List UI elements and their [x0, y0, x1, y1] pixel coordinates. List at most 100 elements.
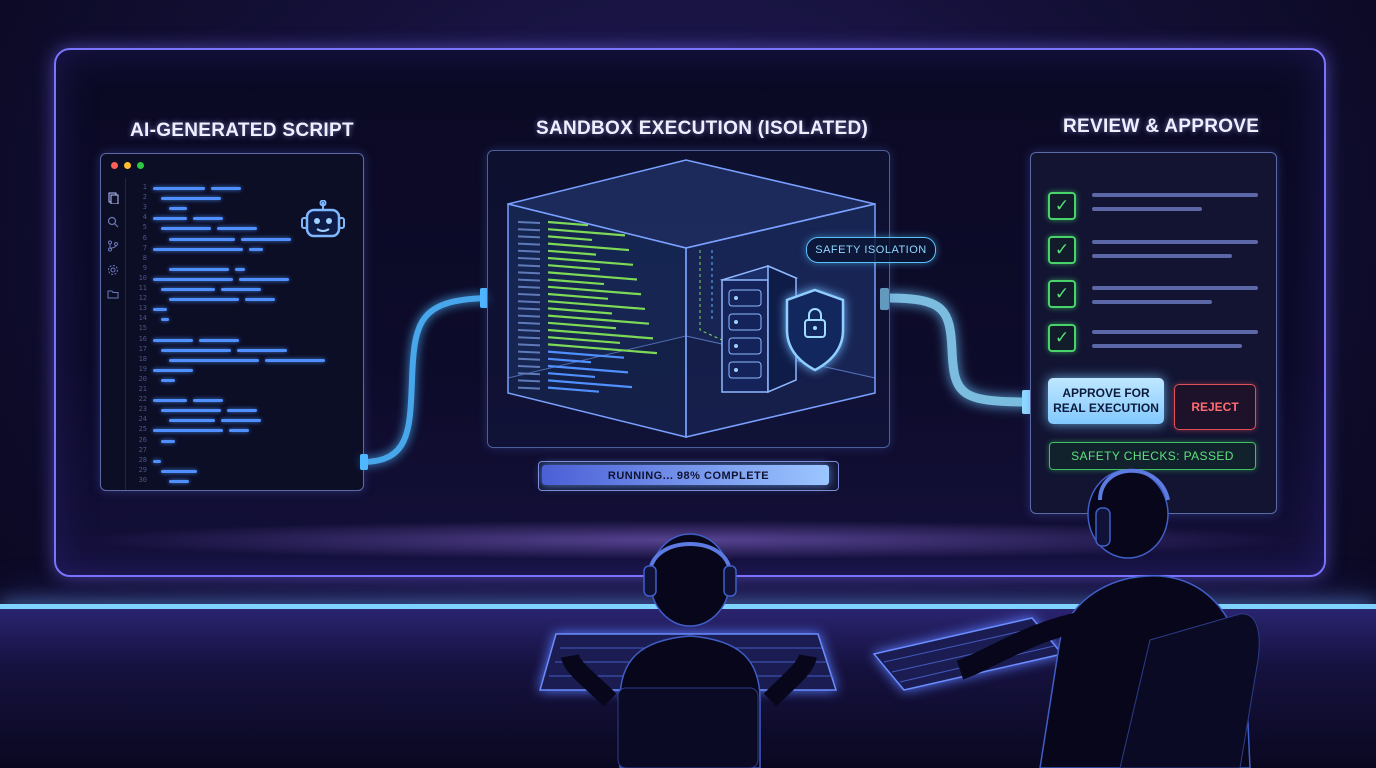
code-token — [153, 308, 167, 312]
line-number: 28 — [138, 455, 147, 464]
approve-label-line1: APPROVE FOR — [1062, 386, 1150, 400]
execution-progress-bar: RUNNING... 98% COMPLETE — [538, 461, 839, 491]
code-token — [153, 217, 187, 221]
line-number: 26 — [138, 435, 147, 444]
code-token — [153, 459, 161, 463]
code-token — [211, 187, 241, 190]
checklist-line — [1092, 207, 1202, 211]
files-icon[interactable] — [107, 192, 119, 205]
code-token — [153, 247, 243, 251]
line-number: 9 — [142, 263, 147, 272]
checklist-checkbox[interactable]: ✓ — [1048, 280, 1076, 308]
folder-icon[interactable] — [107, 288, 119, 300]
minimize-dot[interactable] — [124, 162, 131, 169]
chair-side — [1119, 613, 1260, 768]
line-number: 2 — [142, 193, 147, 202]
activity-bar — [101, 178, 126, 490]
checklist-checkbox[interactable]: ✓ — [1048, 324, 1076, 352]
line-number: 3 — [142, 203, 147, 212]
code-token — [193, 217, 223, 221]
code-token — [229, 429, 249, 433]
checklist-line — [1092, 240, 1258, 244]
safety-checks-status: SAFETY CHECKS: PASSED — [1049, 442, 1256, 470]
chair-front — [617, 687, 759, 768]
checklist-line — [1092, 254, 1232, 258]
code-token — [153, 277, 233, 281]
code-token — [161, 227, 211, 231]
script-section-title: AI-GENERATED SCRIPT — [130, 120, 354, 141]
maximize-dot[interactable] — [137, 162, 144, 169]
line-number: 11 — [138, 284, 147, 292]
line-number: 8 — [142, 253, 147, 262]
robot-icon — [301, 200, 345, 238]
checklist-line — [1092, 344, 1242, 348]
line-number: 15 — [138, 324, 147, 333]
code-token — [235, 267, 245, 271]
code-token — [239, 277, 289, 281]
line-number: 29 — [138, 465, 147, 474]
code-token — [161, 378, 175, 382]
code-token — [249, 247, 263, 251]
approve-button[interactable]: APPROVE FOR REAL EXECUTION — [1048, 378, 1164, 424]
line-number: 25 — [138, 425, 147, 434]
code-token — [241, 237, 291, 241]
code-token — [153, 368, 193, 372]
review-section-title: REVIEW & APPROVE — [1063, 116, 1260, 137]
line-number: 5 — [142, 223, 147, 232]
code-token — [161, 318, 169, 322]
line-number: 19 — [138, 364, 147, 373]
line-number: 18 — [138, 354, 147, 363]
line-number: 13 — [138, 304, 147, 313]
code-token — [193, 399, 223, 403]
code-token — [265, 358, 325, 362]
code-token — [217, 227, 257, 231]
code-token — [169, 207, 187, 211]
settings-icon[interactable] — [107, 264, 119, 276]
code-token — [169, 298, 239, 302]
checklist-checkbox[interactable]: ✓ — [1048, 192, 1076, 220]
window-controls — [111, 162, 144, 169]
source-control-icon[interactable] — [107, 240, 119, 252]
code-token — [169, 419, 215, 423]
line-number: 1 — [142, 183, 147, 191]
line-number: 6 — [142, 233, 147, 242]
code-token — [169, 479, 189, 483]
code-token — [169, 237, 235, 241]
line-number: 21 — [138, 385, 147, 393]
line-number: 20 — [138, 374, 147, 383]
line-number: 17 — [138, 344, 147, 353]
line-number: 14 — [138, 314, 147, 323]
progress-text: RUNNING... 98% COMPLETE — [607, 470, 770, 482]
code-token — [245, 298, 275, 302]
line-number: 30 — [138, 475, 147, 484]
code-token — [153, 429, 223, 433]
close-dot[interactable] — [111, 162, 118, 169]
code-token — [153, 338, 193, 342]
code-token — [237, 348, 287, 352]
checklist-checkbox[interactable]: ✓ — [1048, 236, 1076, 264]
line-number: 24 — [138, 415, 147, 424]
code-token — [161, 348, 231, 352]
code-token — [169, 267, 229, 271]
code-token — [161, 469, 197, 473]
line-number: 10 — [138, 273, 147, 282]
code-token — [153, 187, 205, 190]
checklist-line — [1092, 300, 1212, 304]
progress-fill — [542, 465, 830, 485]
line-number: 12 — [138, 294, 147, 303]
code-token — [221, 288, 261, 291]
sandbox-section-title: SANDBOX EXECUTION (ISOLATED) — [536, 118, 869, 139]
line-number: 22 — [138, 395, 147, 404]
code-token — [161, 197, 221, 201]
line-number: 4 — [142, 213, 147, 222]
code-token — [221, 419, 261, 423]
checklist-line — [1092, 330, 1258, 334]
safety-isolation-badge: SAFETY ISOLATION — [806, 237, 936, 263]
search-icon[interactable] — [107, 216, 119, 228]
reject-button[interactable]: REJECT — [1174, 384, 1256, 430]
code-token — [199, 338, 239, 342]
line-number: 23 — [138, 405, 147, 414]
approve-label-line2: REAL EXECUTION — [1053, 401, 1159, 415]
